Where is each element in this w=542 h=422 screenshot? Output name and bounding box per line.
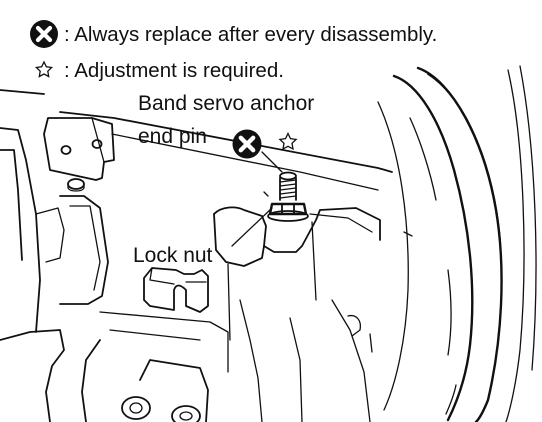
case-lower-ledge: [99, 311, 229, 373]
anchor-pin-threads: [279, 179, 297, 199]
lock-nut-flats: [281, 203, 295, 215]
case-flange-dash-2: [445, 384, 457, 415]
callout-lock-nut: Lock nut: [133, 207, 273, 267]
case-right-detail: [347, 314, 373, 353]
case-lower-left: [0, 329, 65, 422]
case-lower-boss-2-inner: [179, 411, 193, 421]
case-bolt-boss: [67, 178, 85, 190]
case-lower-boss-1-inner: [129, 402, 143, 414]
case-lower-boss-1: [121, 396, 151, 420]
case-flange-rim: [427, 73, 501, 241]
anchor-pin-label-line1: Band servo anchor: [138, 92, 314, 115]
transmission-case-drawing: [0, 65, 537, 422]
mounting-bracket: [43, 117, 115, 181]
case-flange-rim-3: [519, 65, 537, 371]
adjust-legend-text: : Adjustment is required.: [64, 59, 284, 82]
case-top-ledge-lower: [111, 133, 379, 191]
lock-nut-washer: [267, 210, 309, 222]
anchor-pin-replace-icon: [232, 129, 262, 159]
servo-boss-ridge: [309, 213, 373, 233]
lock-nut-leader-line: [231, 207, 273, 247]
anchor-pin-leader-line: [261, 151, 283, 173]
case-flange-edge: [416, 66, 503, 422]
case-flange-inner-curve: [377, 101, 409, 411]
servo-boss-front: [213, 213, 265, 267]
replace-legend-icon: [30, 20, 58, 48]
case-bolt-boss-shade: [67, 183, 85, 192]
case-flange-hatch: [403, 117, 437, 237]
adjust-legend-star-icon: [34, 60, 54, 78]
anchor-pin-adjust-star-icon: [278, 132, 298, 151]
detent-block: [143, 267, 209, 313]
case-left-body: [0, 127, 41, 333]
anchor-pin-label-line2: end pin: [138, 125, 207, 148]
detent-block-top: [149, 267, 207, 285]
servo-boss-vertical: [227, 221, 317, 341]
anchor-end-pin: [267, 171, 309, 222]
bracket-bolt-hole-2: [91, 139, 103, 149]
case-left-web: [59, 195, 109, 305]
case-flange-outer: [392, 74, 474, 422]
case-left-rib: [35, 207, 65, 263]
case-flange-rim-2: [505, 69, 525, 422]
case-lower-right: [239, 299, 371, 422]
case-lower-center: [81, 339, 209, 422]
anchor-pin-top: [279, 171, 297, 181]
case-lower-boss-2: [171, 405, 201, 422]
case-left-web-inner: [69, 205, 101, 291]
case-flange-dash-1: [447, 269, 452, 356]
case-tiny-mark: [263, 191, 269, 197]
bracket-bolt-hole-1: [60, 145, 72, 155]
legend: : Always replace after every disassembly…: [30, 20, 437, 82]
replace-legend-text: : Always replace after every disassembly…: [64, 23, 437, 46]
lock-nut-label: Lock nut: [133, 244, 213, 267]
callout-anchor-pin: Band servo anchor end pin: [138, 92, 314, 173]
